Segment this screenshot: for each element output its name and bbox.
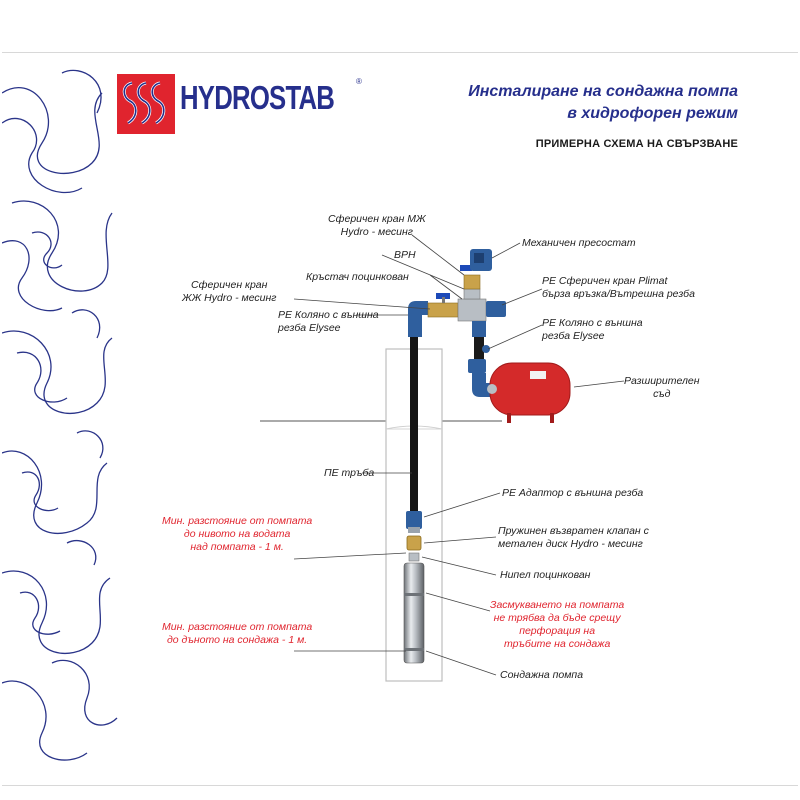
galvanized-nipple	[408, 552, 420, 562]
diagram-card: HYDROSTAB ® Инсталиране на сондажна помп…	[2, 52, 798, 786]
installation-diagram	[260, 234, 625, 682]
label-pe-pipe: ПЕ тръба	[324, 467, 375, 479]
label-pe-ball-valve-plimat: PE Сферичен кран Plimat бърза връзка/Вът…	[542, 275, 695, 300]
surface-fittings	[408, 249, 506, 397]
label-nipple-galv: Нипел поцинкован	[500, 569, 591, 581]
label-pe-elbow-left: PE Коляно с външна резба Elysee	[278, 309, 379, 334]
label-mech-pressostat: Механичен пресостат	[522, 237, 636, 249]
label-ball-valve-mf: Сферичен кран МЖ Hydro - месинг	[328, 213, 426, 238]
label-pe-elbow-right: PE Коляно с външна резба Elysee	[542, 317, 643, 342]
brand-reg-mark: ®	[356, 77, 362, 86]
pe-adapter	[406, 511, 422, 533]
label-check-valve: Пружинен възвратен клапан с метален диск…	[498, 525, 649, 550]
page-subtitle: ПРИМЕРНА СХЕМА НА СВЪРЗВАНЕ	[535, 138, 738, 150]
expansion-vessel	[487, 362, 571, 423]
pe-pipe	[410, 335, 418, 513]
label-min-dist-bottom: Мин. разстояние от помпата до дъното на …	[162, 621, 313, 646]
label-expansion-vessel: Разширителен съд	[624, 375, 700, 400]
borehole-pump	[403, 562, 425, 664]
label-suction-note: Засмукването на помпата не трябва да бъд…	[490, 599, 625, 650]
label-cross-galv: Кръстач поцинкован	[306, 271, 409, 283]
topographic-pattern	[2, 69, 118, 761]
brand-name: HYDROSTAB	[180, 79, 335, 116]
label-borehole-pump: Сондажна помпа	[500, 669, 584, 681]
label-ball-valve-ff: Сферичен кран ЖЖ Hydro - месинг	[182, 279, 277, 304]
brand-logo: HYDROSTAB ®	[116, 73, 366, 137]
page-title-line1: Инсталиране на сондажна помпа	[468, 83, 738, 100]
brand-logo-mark	[117, 74, 175, 134]
label-pe-adapter: PE Адаптор с външна резба	[502, 487, 644, 499]
page-title-line2: в хидрофорен режим	[567, 105, 738, 122]
label-vrn: ВРН	[394, 249, 416, 261]
label-min-dist-water: Мин. разстояние от помпата до нивото на …	[162, 515, 313, 553]
check-valve	[406, 535, 422, 551]
